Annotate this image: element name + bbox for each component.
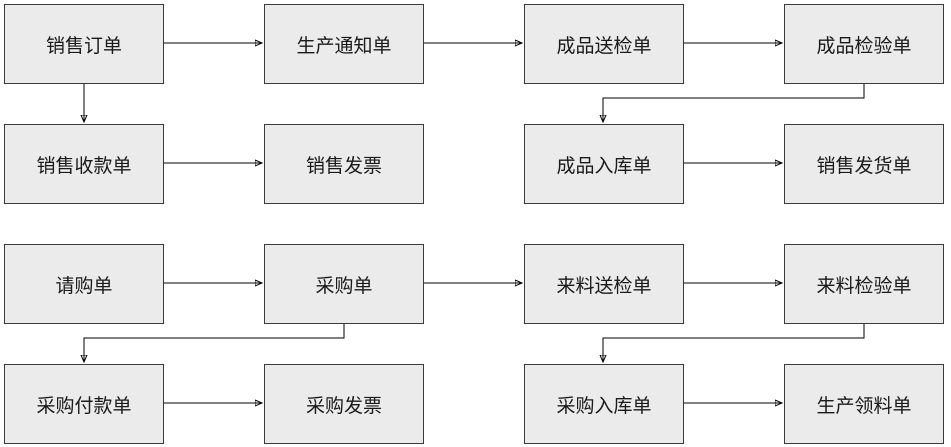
- node-material-inspection-request[interactable]: 来料送检单: [524, 244, 684, 324]
- node-production-notice[interactable]: 生产通知单: [264, 4, 424, 84]
- node-product-inspection-request[interactable]: 成品送检单: [524, 4, 684, 84]
- node-label: 销售发货单: [816, 154, 912, 177]
- node-label: 生产领料单: [816, 394, 912, 417]
- node-label: 成品入库单: [556, 154, 652, 177]
- node-product-warehousing[interactable]: 成品入库单: [524, 124, 684, 204]
- node-label: 生产通知单: [296, 34, 392, 57]
- node-label: 采购单: [315, 274, 373, 297]
- node-label: 采购付款单: [36, 394, 132, 417]
- node-purchase-request[interactable]: 请购单: [4, 244, 164, 324]
- node-sales-invoice[interactable]: 销售发票: [264, 124, 424, 204]
- node-label: 销售收款单: [36, 154, 132, 177]
- node-label: 来料送检单: [556, 274, 652, 297]
- edge-product-inspection-to-product-warehousing: [603, 83, 865, 122]
- node-product-inspection[interactable]: 成品检验单: [784, 4, 944, 84]
- node-purchase-invoice[interactable]: 采购发票: [264, 364, 424, 444]
- edge-purchase-order-to-purchase-payment: [84, 323, 345, 362]
- node-label: 采购发票: [305, 394, 382, 417]
- node-purchase-order[interactable]: 采购单: [264, 244, 424, 324]
- edge-material-inspection-to-purchase-warehousing: [603, 323, 865, 362]
- node-label: 请购单: [55, 274, 113, 297]
- node-label: 采购入库单: [556, 394, 652, 417]
- node-production-material-requisition[interactable]: 生产领料单: [784, 364, 944, 444]
- node-sales-receipt[interactable]: 销售收款单: [4, 124, 164, 204]
- node-sales-delivery[interactable]: 销售发货单: [784, 124, 944, 204]
- node-label: 来料检验单: [816, 274, 912, 297]
- node-material-inspection[interactable]: 来料检验单: [784, 244, 944, 324]
- node-purchase-warehousing[interactable]: 采购入库单: [524, 364, 684, 444]
- node-purchase-payment[interactable]: 采购付款单: [4, 364, 164, 444]
- node-label: 成品检验单: [816, 34, 912, 57]
- node-label: 销售发票: [305, 154, 382, 177]
- node-label: 销售订单: [45, 34, 122, 57]
- node-label: 成品送检单: [556, 34, 652, 57]
- node-sales-order[interactable]: 销售订单: [4, 4, 164, 84]
